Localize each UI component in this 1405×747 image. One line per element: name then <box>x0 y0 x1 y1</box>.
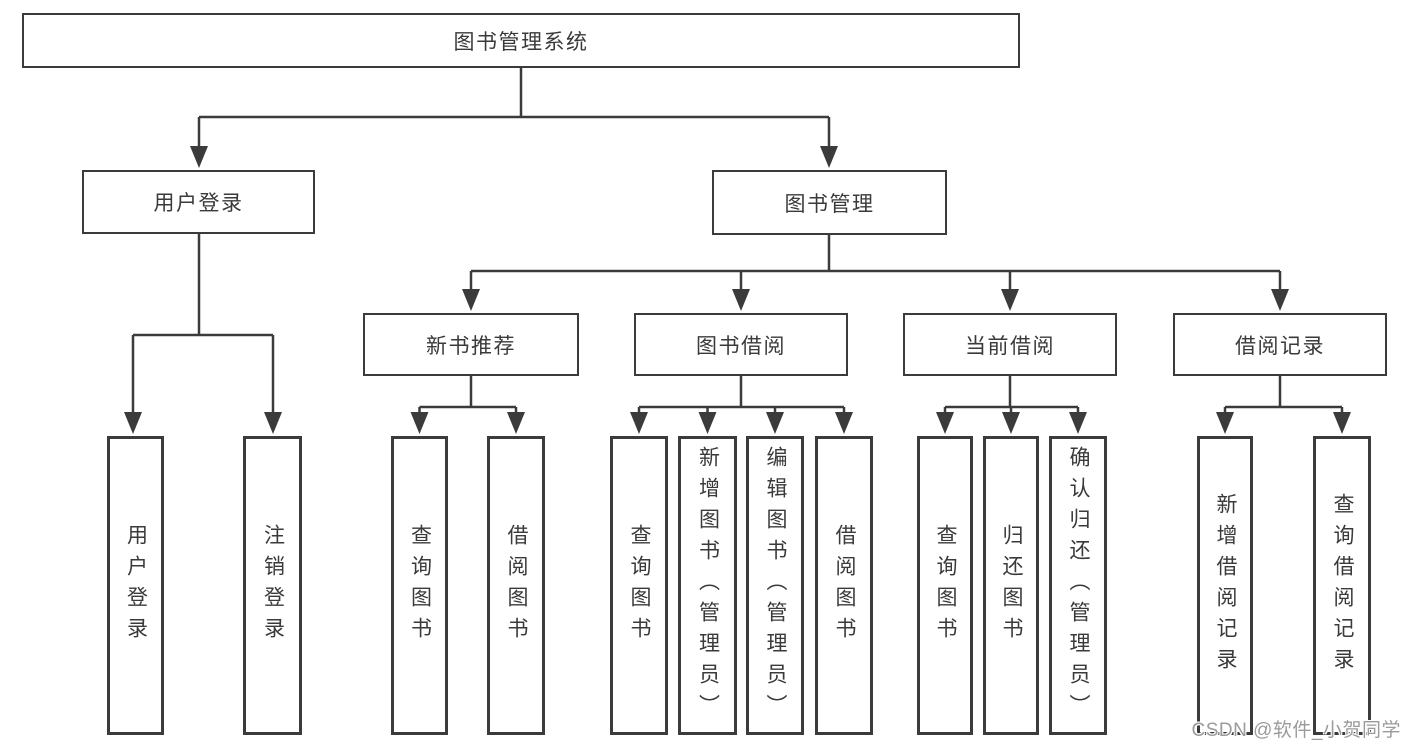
leaf-borrow-books-borrowing: 借阅图书 <box>815 436 873 735</box>
node-borrowing-records: 借阅记录 <box>1173 313 1387 376</box>
leaf-label: 借阅图书 <box>505 523 529 648</box>
node-root-label: 图书管理系统 <box>453 30 589 54</box>
leaf-label: 借阅图书 <box>833 523 857 648</box>
node-root-system: 图书管理系统 <box>22 13 1020 68</box>
leaf-label: 注销登录 <box>261 523 285 648</box>
node-label: 图书管理 <box>784 192 875 216</box>
csdn-watermark: CSDN @软件_小贺同学 <box>1191 720 1401 741</box>
leaf-query-books-current: 查询图书 <box>917 436 973 735</box>
leaf-label: 用户登录 <box>124 523 148 648</box>
leaf-label: 查询图书 <box>628 523 652 648</box>
node-new-book-recommendation: 新书推荐 <box>363 313 579 376</box>
node-label: 用户登录 <box>153 192 244 215</box>
node-label: 新书推荐 <box>426 334 516 358</box>
leaf-label: 查询图书 <box>408 523 432 648</box>
leaf-borrow-books-recommend: 借阅图书 <box>487 436 545 735</box>
leaf-label: 编辑图书（管理员） <box>764 446 788 725</box>
leaf-add-books-admin: 新增图书（管理员） <box>678 436 737 735</box>
leaf-label: 归还图书 <box>1000 523 1024 648</box>
leaf-edit-books-admin: 编辑图书（管理员） <box>746 436 804 735</box>
leaf-confirm-return-admin: 确认归还（管理员） <box>1049 436 1107 735</box>
node-current-borrowing: 当前借阅 <box>903 313 1117 376</box>
leaf-label: 新增借阅记录 <box>1214 492 1238 679</box>
leaf-label: 新增图书（管理员） <box>696 446 720 725</box>
leaf-return-books: 归还图书 <box>983 436 1039 735</box>
leaf-label: 查询借阅记录 <box>1331 492 1355 679</box>
leaf-query-books-borrowing: 查询图书 <box>610 436 668 735</box>
node-user-login: 用户登录 <box>82 170 315 234</box>
leaf-query-borrow-record: 查询借阅记录 <box>1313 436 1371 735</box>
leaf-logout-login: 注销登录 <box>243 436 302 735</box>
node-label: 借阅记录 <box>1235 334 1325 358</box>
node-book-borrowing: 图书借阅 <box>634 313 848 376</box>
leaf-label: 查询图书 <box>934 523 958 648</box>
node-book-management: 图书管理 <box>712 170 947 235</box>
leaf-label: 确认归还（管理员） <box>1067 446 1091 725</box>
node-label: 当前借阅 <box>965 334 1055 358</box>
leaf-query-books-recommend: 查询图书 <box>391 436 448 735</box>
leaf-user-login: 用户登录 <box>107 436 164 735</box>
node-label: 图书借阅 <box>696 334 786 358</box>
leaf-add-borrow-record: 新增借阅记录 <box>1197 436 1253 735</box>
